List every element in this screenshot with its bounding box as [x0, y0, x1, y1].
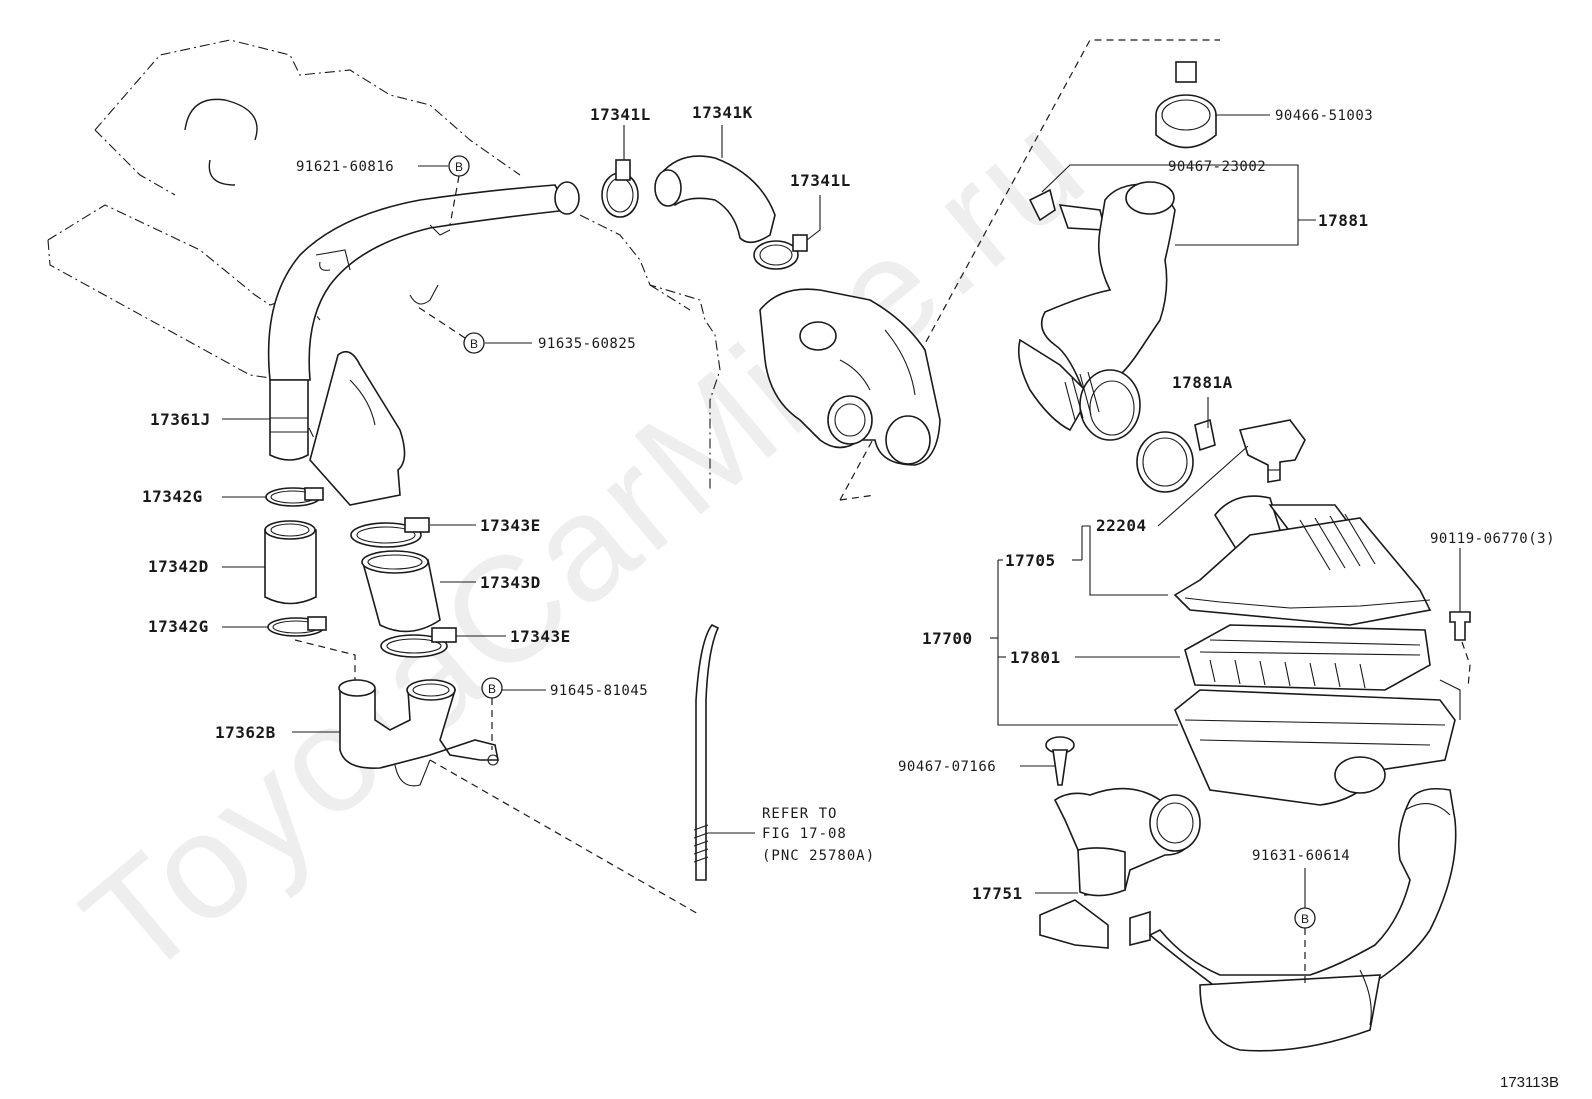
clamp-17341L-right	[753, 234, 808, 270]
svg-text:B: B	[488, 682, 496, 696]
clip-90467-23002	[1028, 188, 1107, 231]
clip-90467-07166	[1045, 736, 1075, 786]
label-17705: 17705	[1005, 551, 1056, 570]
throttle-body	[759, 288, 941, 466]
aircleaner-cap-17705	[1173, 495, 1432, 626]
sleeve-17342D	[264, 520, 317, 605]
label-17343E-upper: 17343E	[480, 516, 541, 535]
clamp-17343E-upper	[350, 517, 430, 548]
svg-text:B: B	[470, 337, 478, 351]
label-17341L-left: 17341L	[590, 105, 651, 124]
label-91635-60825: 91635-60825	[538, 336, 636, 352]
leader-lines	[222, 114, 1471, 985]
bolt-90119-06770	[1449, 611, 1471, 641]
svg-text:B: B	[455, 160, 463, 174]
svg-text:B: B	[1301, 912, 1309, 926]
bolt-marker-91645: B	[481, 677, 503, 699]
filter-element-17801	[1184, 624, 1431, 691]
part-labels: 91621-60816 91635-60825 17361J 17342G 17…	[142, 103, 1555, 903]
inlet-17751	[1039, 787, 1201, 949]
clamp-17343E-lower	[380, 627, 457, 658]
refer-note-line2: FIG 17-08	[762, 826, 847, 842]
refer-note: REFER TO FIG 17-08 (PNC 25780A)	[762, 806, 875, 864]
label-91621-60816: 91621-60816	[296, 159, 394, 175]
label-90119-06770: 90119-06770(3)	[1430, 531, 1555, 547]
clamp-90466-51003	[1155, 61, 1217, 149]
label-17362B: 17362B	[215, 723, 276, 742]
clamp-17341L-left	[601, 159, 639, 218]
label-90466-51003: 90466-51003	[1275, 108, 1373, 124]
bolt-marker-91621: B	[448, 155, 470, 177]
sleeve-17343D	[361, 550, 441, 633]
label-17343E-lower: 17343E	[510, 627, 571, 646]
label-17881: 17881	[1318, 211, 1369, 230]
label-17342D: 17342D	[148, 557, 209, 576]
label-17341K: 17341K	[692, 103, 753, 122]
label-17343D: 17343D	[480, 573, 541, 592]
label-17341L-right: 17341L	[790, 171, 851, 190]
label-17342G-lower: 17342G	[148, 617, 209, 636]
intake-duct	[1148, 787, 1457, 1052]
dipstick-guide	[693, 623, 720, 881]
bolt-marker-91635: B	[463, 332, 485, 354]
refer-note-line3: (PNC 25780A)	[762, 848, 875, 864]
label-22204: 22204	[1096, 516, 1147, 535]
label-91631-60614: 91631-60614	[1252, 848, 1350, 864]
label-90467-07166: 90467-07166	[898, 759, 996, 775]
label-17361J: 17361J	[150, 410, 211, 429]
figure-number: 173113B	[1500, 1074, 1559, 1091]
label-90467-23002: 90467-23002	[1168, 159, 1266, 175]
aircleaner-case	[1174, 679, 1461, 806]
clamp-17342G-upper	[265, 487, 324, 507]
bolt-marker-91631: B	[1294, 907, 1316, 929]
sensor-22204	[1238, 419, 1306, 483]
label-17342G-upper: 17342G	[142, 487, 203, 506]
label-91645-81045: 91645-81045	[550, 683, 648, 699]
label-17751: 17751	[972, 884, 1023, 903]
refer-note-line1: REFER TO	[762, 806, 837, 822]
watermark-text: ToyotaCarMine.ru	[53, 79, 1117, 1010]
hose-17881	[1017, 181, 1176, 441]
clamp-17881A	[1136, 418, 1216, 493]
label-17700: 17700	[922, 629, 973, 648]
label-17801: 17801	[1010, 648, 1061, 667]
pipe-17362B	[338, 679, 499, 787]
clamp-17342G-lower	[267, 616, 327, 637]
label-17881A: 17881A	[1172, 373, 1233, 392]
hose-upper-shape	[309, 350, 406, 506]
hose-17361J	[267, 181, 580, 461]
hose-17341K	[654, 155, 776, 244]
